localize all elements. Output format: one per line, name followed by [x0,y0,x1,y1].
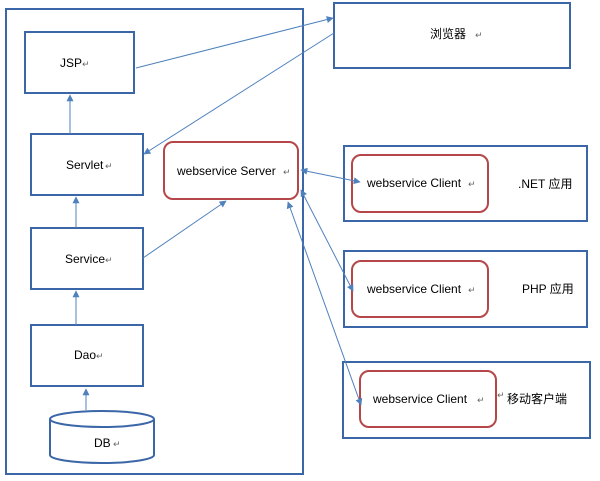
db-label: DB [94,436,111,450]
mobile-client-label: webservice Client [372,392,468,406]
mobile-app-label: 移动客户端 [507,391,567,406]
webservice-server-box [163,141,299,200]
mobile-client-return-mark: ↵ [477,396,485,406]
php-client-label: webservice Client [366,282,462,296]
service-return-mark: ↵ [105,256,113,266]
servlet-label: Servlet [66,158,104,172]
dotnet-app-label: .NET 应用 [518,176,572,191]
php-app-label: PHP 应用 [522,281,574,296]
jsp-to-browser-arrow [135,16,334,69]
servlet-return-mark: ↵ [105,162,113,172]
jsp-label: JSP [60,56,82,70]
browser-label: 浏览器 [430,26,466,41]
service-to-server-arrow [142,200,227,259]
service-box [30,227,144,290]
dotnet-client-label: webservice Client [366,176,462,190]
server-dotnet-client-arrow [300,167,361,185]
servlet-box [30,133,144,196]
dao-return-mark: ↵ [96,352,104,362]
mobile-box-return-mark: ↵ [497,391,505,401]
webservice-server-label: webservice Server [176,164,276,178]
jsp-box [24,31,135,94]
browser-return-mark: ↵ [475,31,483,41]
server-return-mark: ↵ [283,168,291,178]
jsp-return-mark: ↵ [82,60,90,70]
db-cylinder [49,410,155,464]
dao-label: Dao [74,348,96,362]
server-mobile-client-arrow [286,201,363,406]
browser-box [333,2,571,69]
browser-to-servlet-arrow [143,32,335,155]
dotnet-client-return-mark: ↵ [468,180,476,190]
service-label: Service [65,252,105,266]
php-client-return-mark: ↵ [468,286,476,296]
dao-box [30,324,144,387]
db-return-mark: ↵ [113,440,121,450]
